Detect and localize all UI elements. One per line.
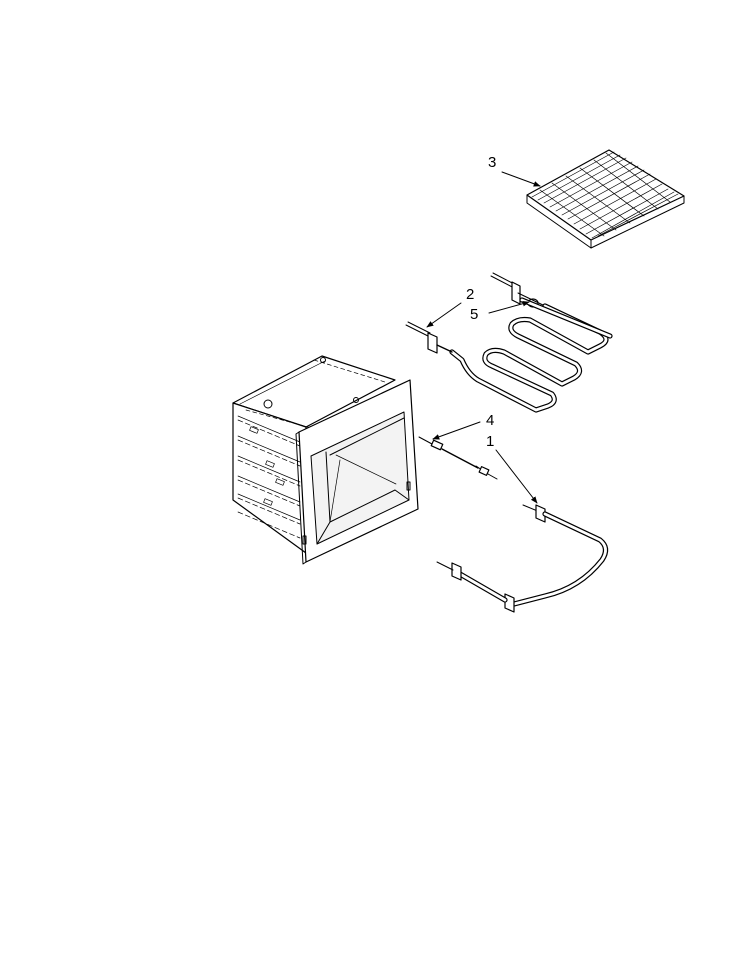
callout-3: 3 (488, 154, 496, 171)
oven-cavity (232, 355, 419, 565)
callout-1: 1 (486, 433, 494, 450)
callout-2: 2 (466, 286, 474, 303)
broil-element (405, 272, 613, 413)
callout-5: 5 (470, 306, 478, 323)
oven-sensor (418, 436, 498, 480)
oven-rack (526, 149, 685, 249)
callout-4: 4 (486, 412, 494, 429)
bake-element (436, 504, 609, 613)
callout-leaders (426, 171, 541, 504)
